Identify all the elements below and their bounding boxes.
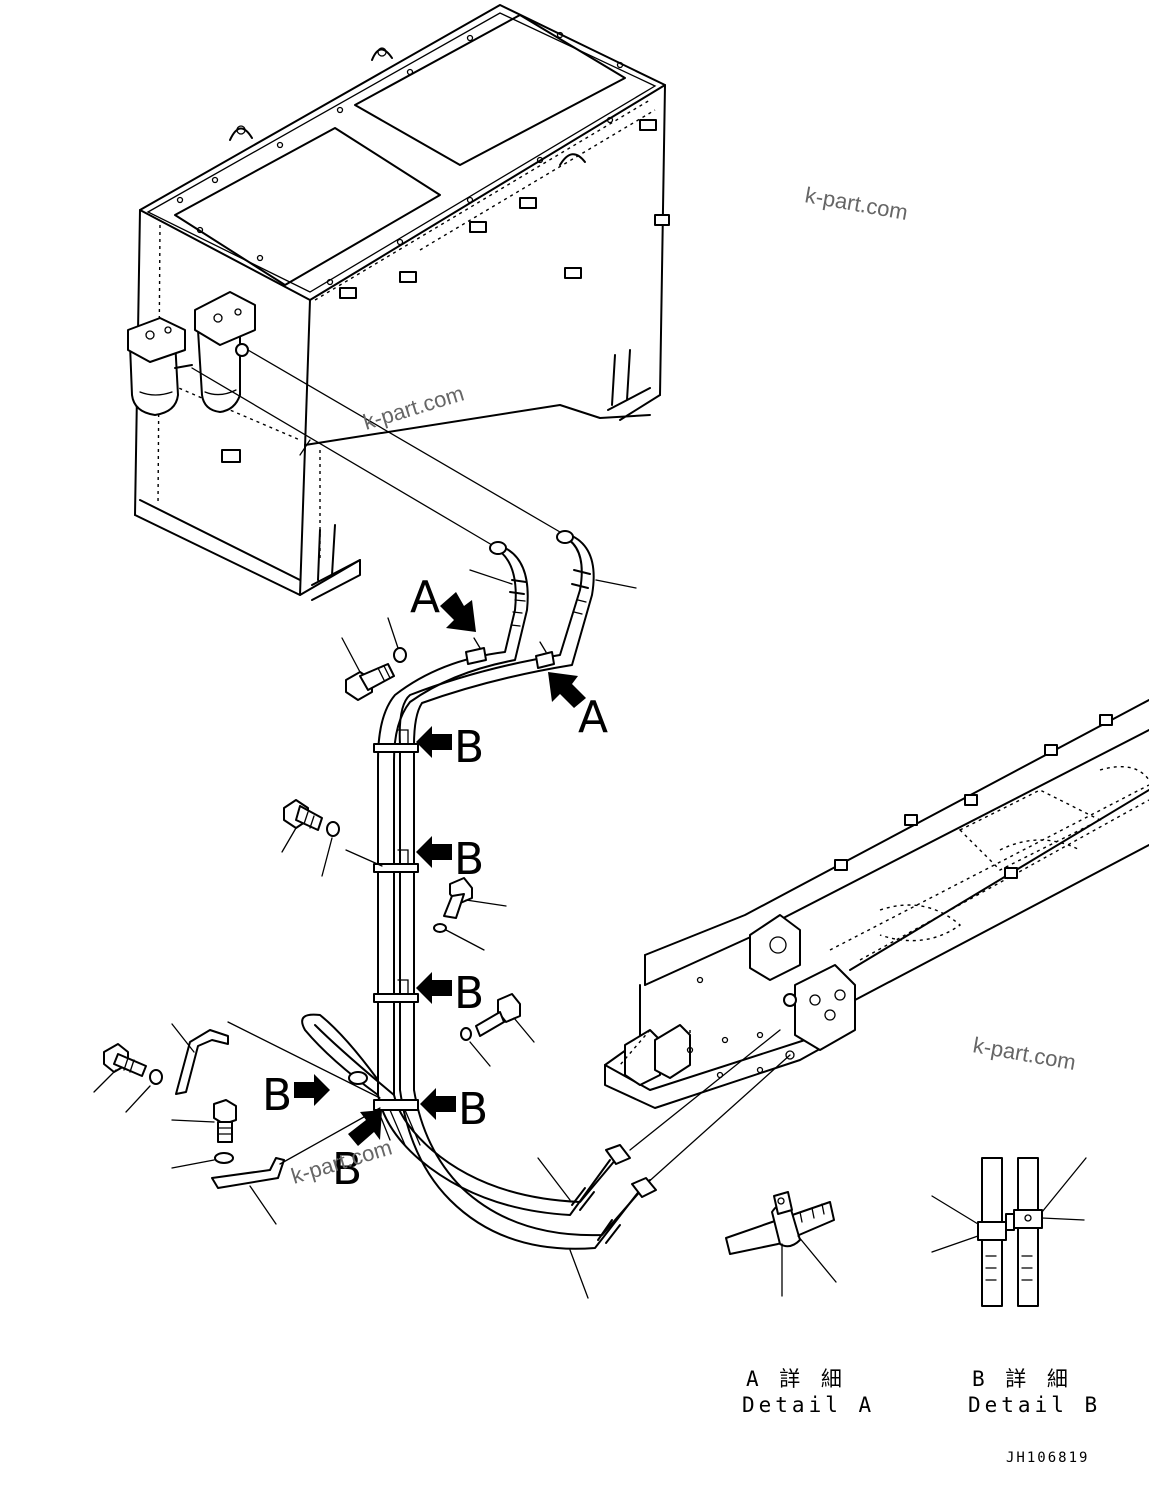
detail-b-jp-label: B 詳 細	[972, 1367, 1072, 1391]
callout-b-1: B	[454, 722, 484, 773]
bolt-6	[171, 1099, 237, 1143]
watermark: k-part.com	[360, 380, 467, 434]
watermark: k-part.com	[803, 182, 910, 225]
washer-6	[171, 1152, 234, 1169]
detail-b-en-label: Detail B	[968, 1393, 1101, 1417]
callout-b-lower: B	[332, 1144, 362, 1195]
fasteners	[93, 569, 637, 1299]
washer-5	[125, 1069, 163, 1113]
filter-left	[127, 317, 193, 416]
callout-a-right: A	[578, 692, 608, 743]
arrow-b-lower[interactable]	[348, 1110, 382, 1146]
callout-b-3: B	[454, 968, 484, 1019]
callout-b-2: B	[454, 834, 484, 885]
arrow-a-right[interactable]	[548, 672, 586, 708]
bolt-4	[475, 993, 535, 1043]
bolt-3	[443, 877, 507, 919]
bolt-1	[341, 637, 395, 701]
washer-4	[460, 1027, 491, 1067]
detail-a-jp-label: A 詳 細	[746, 1367, 846, 1391]
machine-frame	[604, 699, 1149, 1186]
arrow-b-1[interactable]	[416, 726, 452, 758]
filter-right	[194, 291, 256, 413]
arrow-b-3[interactable]	[416, 972, 452, 1004]
hose-clamp	[373, 647, 555, 1111]
washer-1	[387, 617, 407, 663]
washer-3	[433, 923, 485, 951]
arrow-b-left[interactable]	[294, 1074, 330, 1106]
callout-a-upper: A	[410, 572, 440, 623]
detail-a-illustration	[725, 1191, 837, 1297]
bolt-5	[93, 1043, 147, 1093]
callout-b-left: B	[262, 1070, 292, 1121]
washer-2	[321, 821, 340, 877]
detail-a-en-label: Detail A	[742, 1393, 875, 1417]
bolt-2	[281, 799, 323, 853]
detail-b-illustration	[931, 1157, 1087, 1307]
arrow-b-right[interactable]	[420, 1088, 456, 1120]
hydraulic-tank	[127, 4, 670, 601]
bracket-2	[211, 1107, 381, 1225]
callout-labels: A A B B B B B B	[262, 572, 608, 1195]
callout-b-right: B	[458, 1084, 488, 1135]
watermark: k-part.com	[971, 1032, 1078, 1075]
bracket-1	[171, 1021, 381, 1099]
arrow-b-2[interactable]	[416, 836, 452, 868]
drawing-code: JH106819	[1006, 1450, 1089, 1466]
hose-assembly	[301, 530, 657, 1250]
arrow-a-upper[interactable]	[440, 592, 476, 632]
